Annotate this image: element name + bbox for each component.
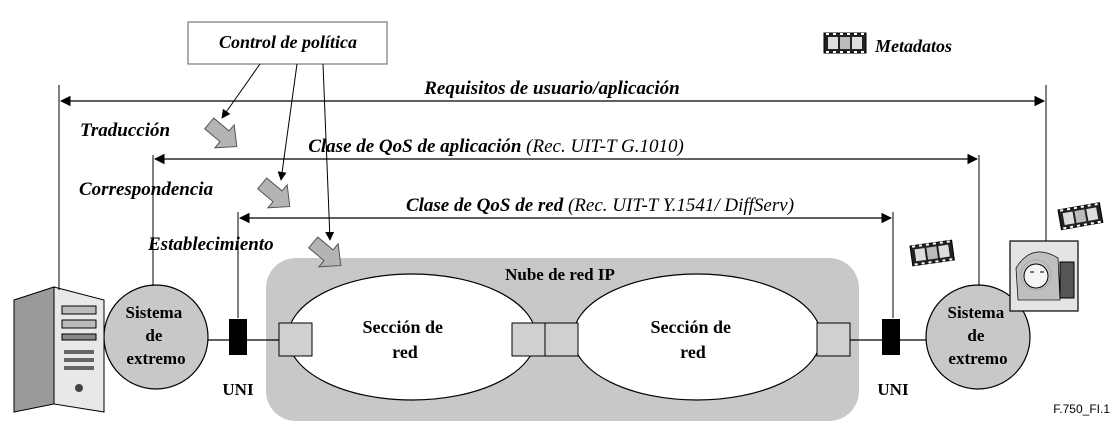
figure-id: F.750_FI.1 (1053, 402, 1110, 416)
user-app-requirements-label: Requisitos de usuario/aplicación (423, 78, 679, 99)
svg-text:Clase de QoS de aplicación: Clase de QoS de aplicación (Rec. UIT-T G… (308, 136, 684, 157)
network-section-right-line2: red (680, 342, 706, 362)
svg-text:Sistema de extremo: Sistema de extremo (126, 303, 187, 368)
net-qos-class-label: Clase de QoS de red (406, 195, 564, 216)
policy-control-label: Control de política (219, 32, 357, 52)
boundary-box-1 (278, 322, 313, 357)
policy-control-box (187, 21, 388, 65)
mapping-label: Correspondencia (79, 179, 214, 200)
end-system-right-line3: extremo (948, 349, 1007, 368)
film-strip-icon-right-system (909, 239, 955, 267)
film-strip-icon (823, 32, 867, 54)
metadata-label: Metadatos (874, 36, 952, 56)
computer-icon (13, 286, 105, 413)
app-qos-class-reference: (Rec. UIT-T G.1010) (526, 136, 684, 157)
svg-text:Sección de red: Sección de red (651, 317, 736, 362)
user-portrait-icon (1009, 240, 1079, 312)
uni-block-left (229, 319, 247, 355)
end-system-right (925, 284, 1031, 390)
net-qos-class-reference: (Rec. UIT-T Y.1541/ DiffServ) (568, 195, 794, 216)
app-qos-class-label: Clase de QoS de aplicación (308, 136, 521, 157)
uni-label-right: UNI (877, 380, 909, 399)
uni-block-right (882, 319, 900, 355)
boundary-box-3 (544, 322, 579, 357)
end-system-left-line2: de (145, 326, 162, 345)
end-system-left-line1: Sistema (126, 303, 183, 322)
svg-text:Sistema de extremo: Sistema de extremo (948, 303, 1009, 368)
svg-text:Clase de QoS de red (Rec.: Clase de QoS de red (Rec. UIT-T Y.1541/ … (406, 195, 794, 216)
network-section-left (287, 273, 537, 401)
translation-label: Traducción (80, 120, 170, 141)
network-section-right-line1: Sección de (651, 317, 732, 337)
uni-label-left: UNI (222, 380, 254, 399)
boundary-box-2 (511, 322, 546, 357)
end-system-left-line3: extremo (126, 349, 185, 368)
establishment-step-arrow (308, 236, 342, 268)
network-section-right (572, 273, 822, 401)
mapping-step-arrow (257, 177, 291, 209)
svg-text:Sección de red: Sección de red (363, 317, 448, 362)
policy-to-establishment-arrow (322, 63, 335, 241)
policy-to-translation-arrow (221, 63, 261, 119)
end-system-right-line2: de (967, 326, 984, 345)
end-system-right-line1: Sistema (948, 303, 1005, 322)
translation-step-arrow (204, 117, 238, 149)
network-section-left-line1: Sección de (363, 317, 444, 337)
establishment-label: Establecimiento (147, 234, 274, 255)
ip-cloud-label: Nube de red IP (505, 265, 615, 284)
boundary-box-4 (816, 322, 851, 357)
policy-to-mapping-arrow (277, 63, 298, 181)
film-strip-icon-portrait (1057, 202, 1104, 231)
network-section-left-line2: red (392, 342, 418, 362)
